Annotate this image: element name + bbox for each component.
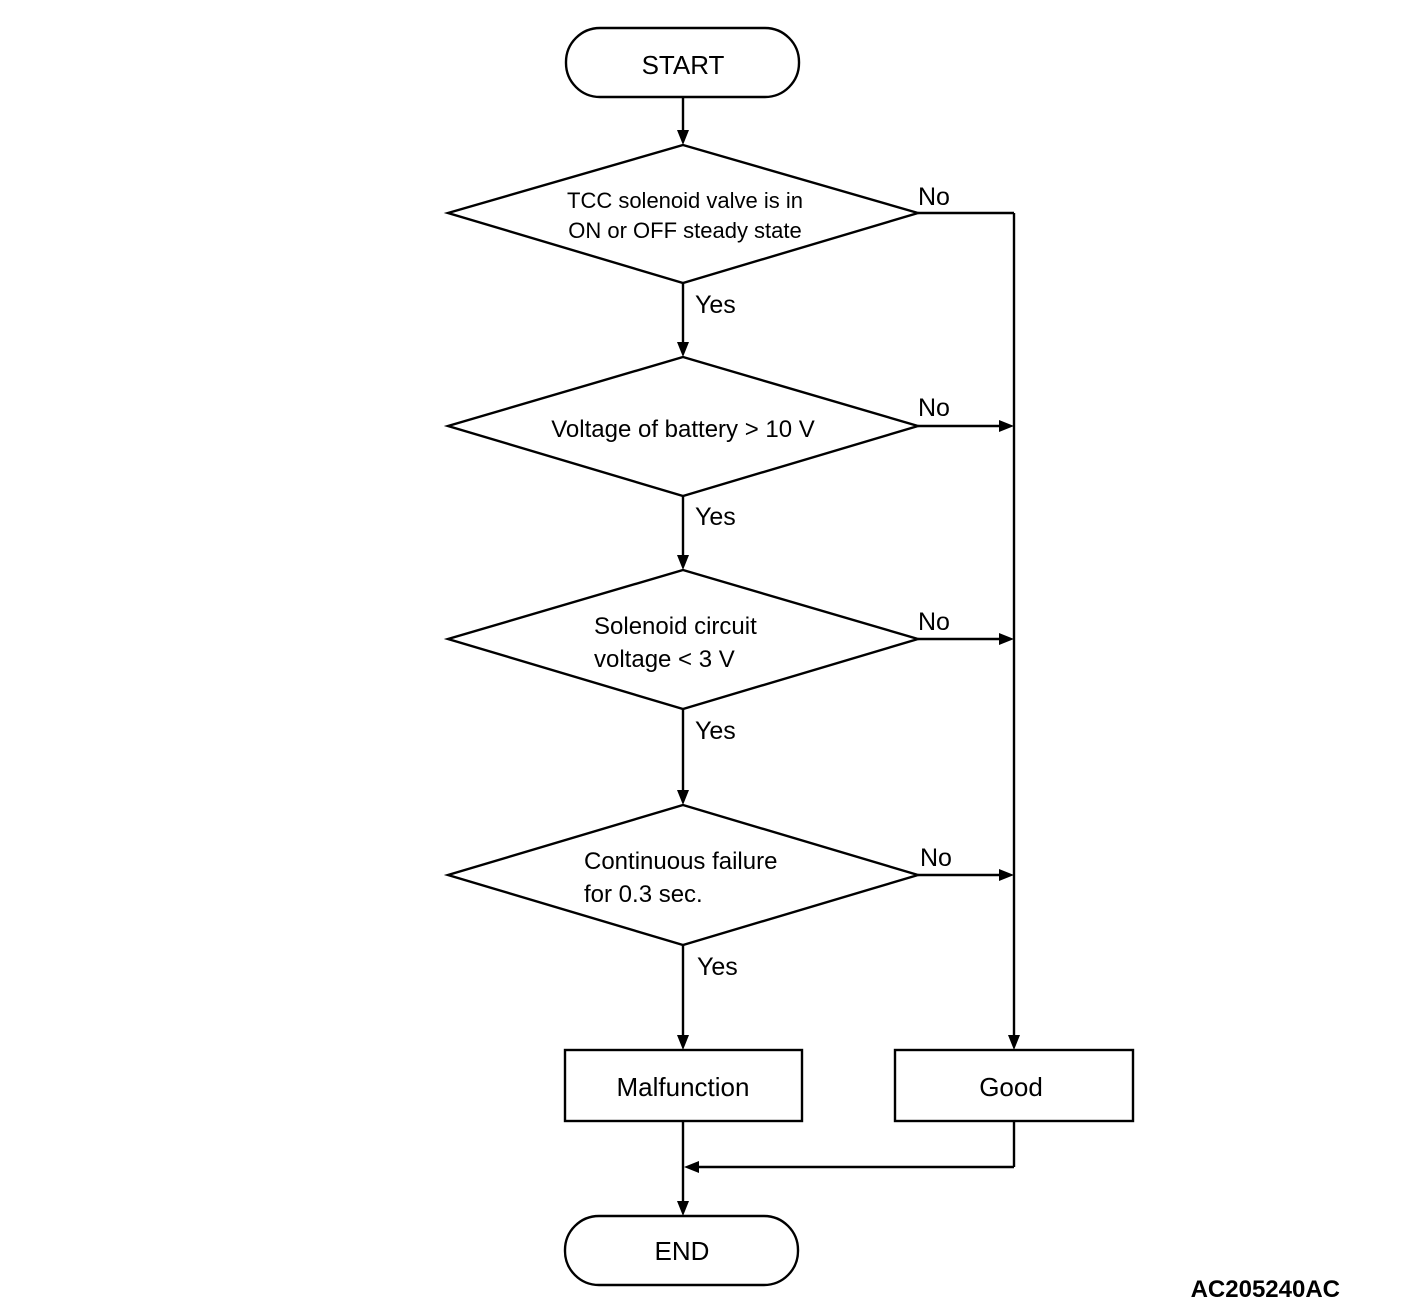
decision-3-line-1: Solenoid circuit: [594, 613, 757, 640]
arrowhead-malfunction-in: [677, 1035, 689, 1050]
decision-1-yes-label: Yes: [695, 291, 736, 319]
decision-4-line-2: for 0.3 sec.: [584, 881, 703, 908]
decision-1-no-label: No: [918, 183, 950, 211]
arrowhead-d1-in: [677, 130, 689, 145]
decision-1-line-2: ON or OFF steady state: [568, 218, 802, 243]
arrowhead-d3-no: [999, 633, 1014, 645]
decision-3-line-2: voltage < 3 V: [594, 646, 735, 673]
decision-2-no-label: No: [918, 394, 950, 422]
decision-4-line-1: Continuous failure: [584, 848, 777, 875]
arrowhead-end-in: [677, 1201, 689, 1216]
decision-4-yes-label: Yes: [697, 953, 738, 981]
decision-continuous-failure: [443, 803, 923, 947]
arrowhead-d3-in: [677, 555, 689, 570]
good-label: Good: [979, 1072, 1043, 1102]
figure-code: AC205240AC: [1191, 1276, 1340, 1303]
decision-4-no-label: No: [920, 844, 952, 872]
good-box: [893, 1048, 1135, 1123]
decision-1-line-1: TCC solenoid valve is in: [567, 188, 803, 213]
end-terminal: [563, 1214, 800, 1287]
start-label: START: [642, 50, 725, 80]
end-label: END: [655, 1236, 710, 1266]
decision-2-line-1: Voltage of battery > 10 V: [551, 416, 815, 443]
decision-tcc-steady-state: [443, 143, 923, 285]
arrowhead-d2-no: [999, 420, 1014, 432]
arrowhead-good-to-end: [684, 1161, 699, 1173]
malfunction-label: Malfunction: [617, 1072, 750, 1102]
arrowhead-good-in: [1008, 1035, 1020, 1050]
arrowhead-d2-in: [677, 342, 689, 357]
decision-2-yes-label: Yes: [695, 503, 736, 531]
arrowhead-d4-in: [677, 790, 689, 805]
arrowhead-d4-no: [999, 869, 1014, 881]
decision-3-yes-label: Yes: [695, 717, 736, 745]
decision-3-no-label: No: [918, 608, 950, 636]
